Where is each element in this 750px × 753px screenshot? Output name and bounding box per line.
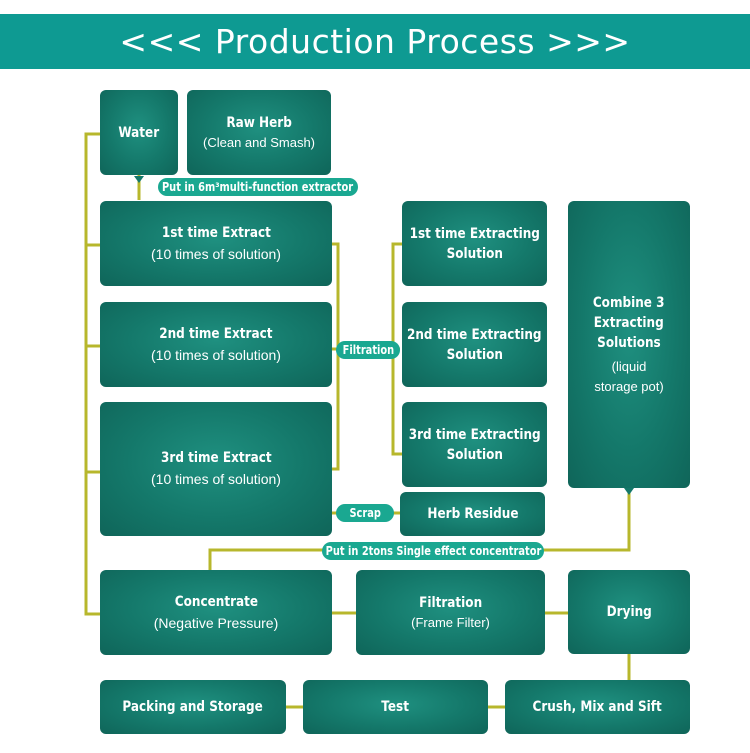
solution1-line1: 1st time Extracting xyxy=(409,225,540,242)
extract3-sub: (10 times of solution) xyxy=(151,471,281,487)
combine-line2: Extracting xyxy=(593,314,665,331)
combine-line3: Solutions xyxy=(597,334,661,351)
scrap-label: Scrap xyxy=(336,504,394,522)
extract2-sub: (10 times of solution) xyxy=(151,346,281,363)
concentrator-label-text: Put in 2tons Single effect concentrator xyxy=(325,544,541,558)
combine-box: Combine 3 Extracting Solutions (liquid s… xyxy=(568,201,690,488)
extract1-title: 1st time Extract xyxy=(161,224,271,241)
solution2-box: 2nd time Extracting Solution xyxy=(402,302,547,387)
raw-herb-sub: (Clean and Smash) xyxy=(203,134,315,150)
solution3-line1: 3rd time Extracting xyxy=(408,426,541,443)
filtration-box: Filtration (Frame Filter) xyxy=(356,570,545,655)
extract1-sub: (10 times of solution) xyxy=(151,245,281,262)
packing-box: Packing and Storage xyxy=(100,680,286,734)
filtration-box-title: Filtration xyxy=(418,594,483,611)
crush-title: Crush, Mix and Sift xyxy=(532,699,663,715)
solution1-line2: Solution xyxy=(446,245,503,262)
concentrate-sub: (Negative Pressure) xyxy=(153,614,279,631)
combine-line1: Combine 3 xyxy=(593,294,665,311)
arrow-water xyxy=(134,176,144,183)
crush-box: Crush, Mix and Sift xyxy=(505,680,690,734)
drying-title: Drying xyxy=(606,604,652,620)
extractor-label: Put in 6m³multi-function extractor xyxy=(158,178,358,196)
herb-residue-title: Herb Residue xyxy=(426,506,519,522)
drying-box: Drying xyxy=(568,570,690,654)
herb-residue-box: Herb Residue xyxy=(400,492,545,536)
concentrate-box: Concentrate (Negative Pressure) xyxy=(100,570,332,655)
extract2-box: 2nd time Extract (10 times of solution) xyxy=(100,302,332,387)
packing-title: Packing and Storage xyxy=(122,699,264,715)
filtration-label: Filtration xyxy=(336,341,400,359)
header-bar: <<< Production Process >>> xyxy=(0,14,750,69)
left-bus-line xyxy=(84,132,100,616)
extract3-box: 3rd time Extract (10 times of solution) xyxy=(100,402,332,536)
extractor-label-text: Put in 6m³multi-function extractor xyxy=(162,180,354,194)
extract2-title: 2nd time Extract xyxy=(159,325,273,342)
test-box: Test xyxy=(303,680,488,734)
water-title: Water xyxy=(118,124,160,141)
solution2-line1: 2nd time Extracting xyxy=(407,326,542,343)
extract1-box: 1st time Extract (10 times of solution) xyxy=(100,201,332,286)
filtration-label-text: Filtration xyxy=(342,343,394,357)
solution1-box: 1st time Extracting Solution xyxy=(402,201,547,286)
extract3-title: 3rd time Extract xyxy=(160,450,272,466)
raw-herb-title: Raw Herb xyxy=(226,114,292,131)
raw-herb-box: Raw Herb (Clean and Smash) xyxy=(187,90,331,175)
combine-sub2: storage pot) xyxy=(594,378,664,394)
concentrator-label: Put in 2tons Single effect concentrator xyxy=(322,542,544,560)
concentrate-title: Concentrate xyxy=(174,593,258,610)
arrow-combine xyxy=(624,488,634,495)
extract-right-bus xyxy=(332,242,340,471)
combine-sub1: (liquid xyxy=(611,358,647,374)
solution2-line2: Solution xyxy=(446,346,503,363)
scrap-label-text: Scrap xyxy=(349,506,381,520)
filtration-box-sub: (Frame Filter) xyxy=(411,614,490,630)
test-title: Test xyxy=(381,699,410,715)
page-title: <<< Production Process >>> xyxy=(119,22,631,61)
water-box: Water xyxy=(100,90,178,175)
solution3-line2: Solution xyxy=(446,446,503,463)
solution3-box: 3rd time Extracting Solution xyxy=(402,402,547,487)
